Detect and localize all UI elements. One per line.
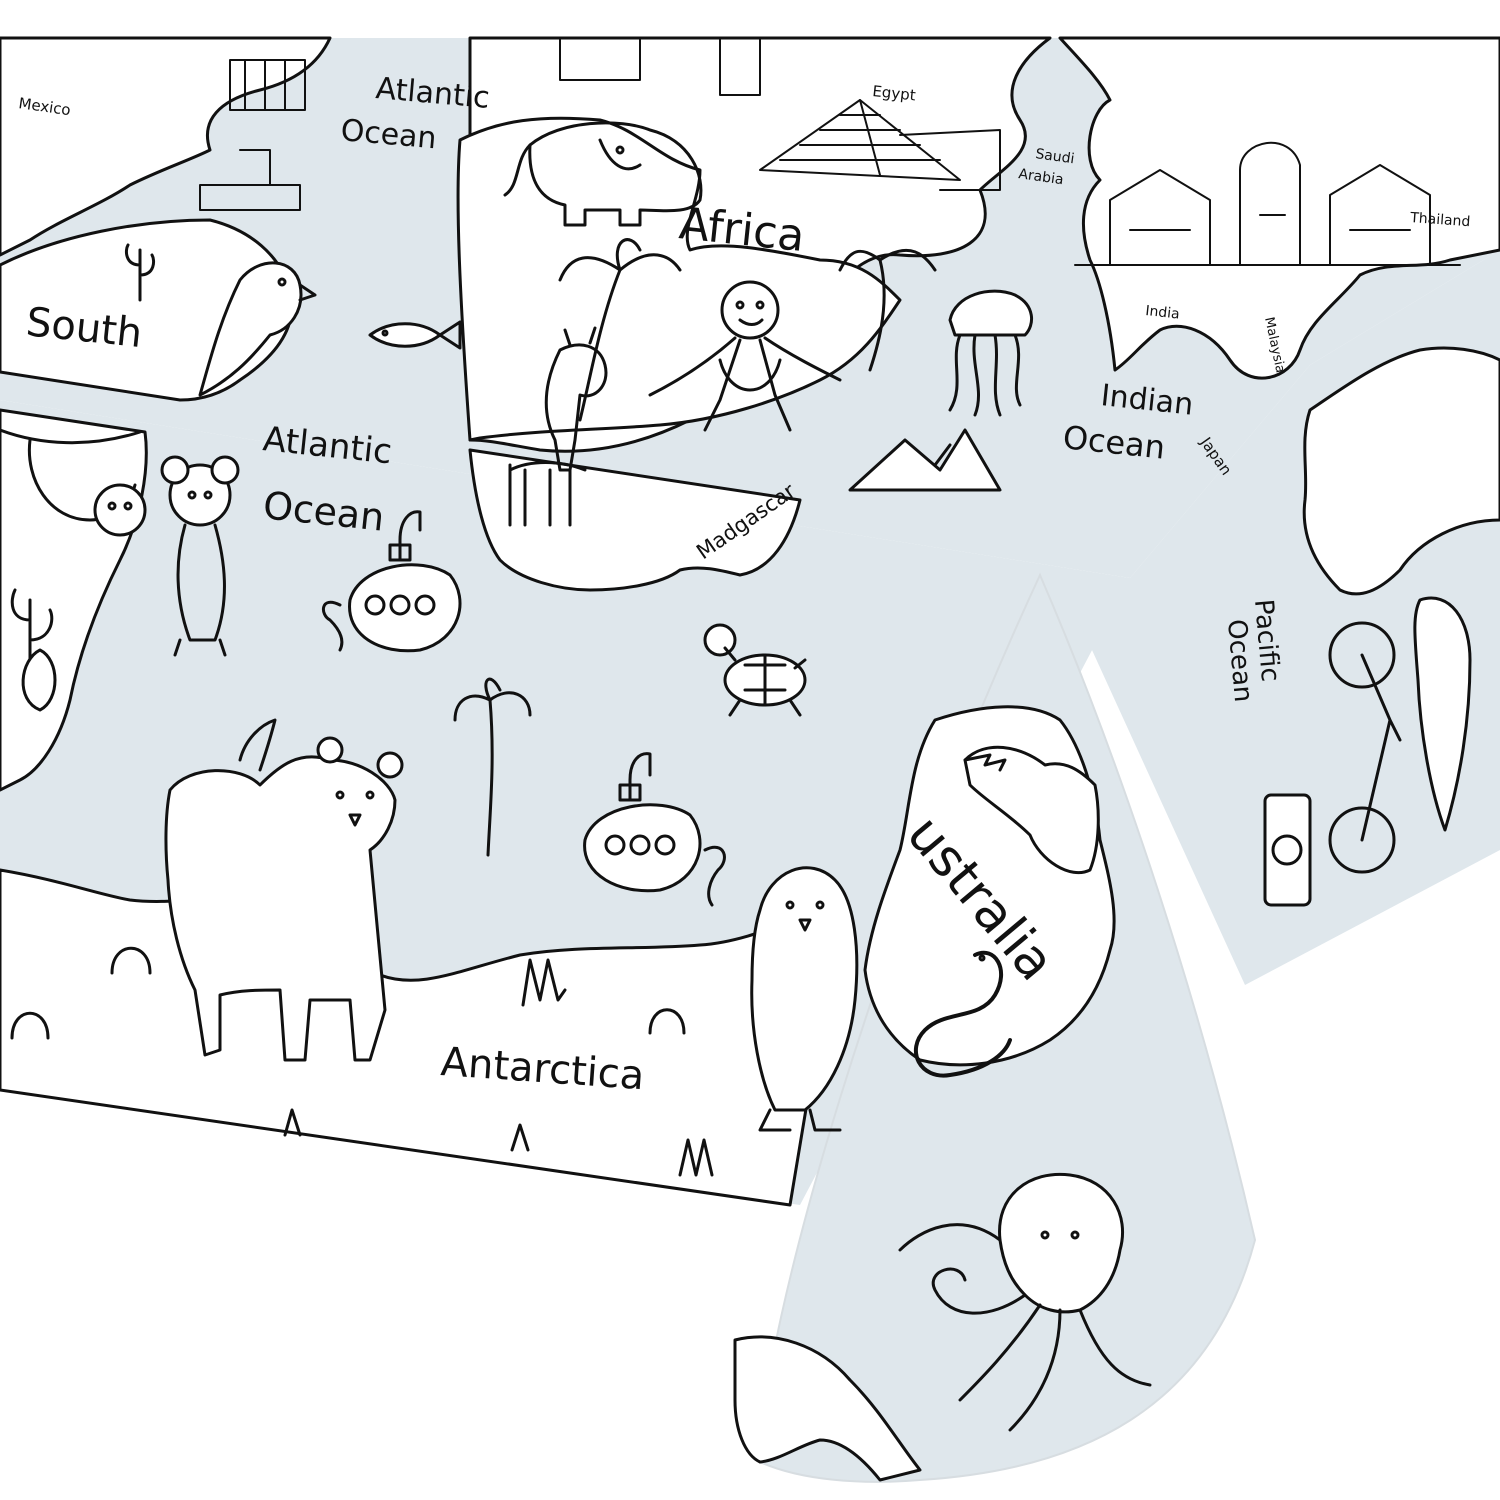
cactus-icon [10,243,155,712]
land-asia [1058,36,1500,380]
label-india: India [1145,303,1181,323]
label-pacific-1: Pacific [1248,598,1285,683]
polar-bear-icon [164,718,404,1062]
pyramids-icon [759,99,1001,191]
camera-icon [1263,793,1312,907]
submarine-icon [321,510,462,653]
parrot-icon [198,261,317,397]
mountains-icon [848,428,1002,492]
monument-icon [199,37,761,211]
label-thailand: Thailand [1409,210,1471,230]
dinosaur-icon [733,1335,922,1482]
submarine-icon-2 [583,752,726,907]
label-atlantic-top-2: Ocean [339,113,438,156]
land-africa-front [468,448,802,592]
bicycle-icon [1328,621,1402,874]
whale-icon [1413,596,1472,832]
penguin-icon [750,866,859,1132]
monkey-icon [648,280,842,432]
palm-tree-icon [453,238,937,857]
label-saudi-2: Arabia [1017,166,1064,188]
jellyfish-icon [948,289,1034,417]
decorative-arches [10,946,714,1177]
land-africa-top [456,116,902,442]
taj-mahal-icon [1074,141,1461,266]
fish-icon [368,320,462,350]
crocodile-icon [963,745,1100,875]
land-north-america [0,36,332,257]
mouse-icon [160,455,240,657]
snake-icon [913,950,1012,1078]
land-asia-front [1302,346,1500,596]
sloth-icon [0,428,147,537]
octopus-icon [898,1172,1152,1432]
elephant-icon [503,121,703,227]
turtle-icon [703,623,807,717]
label-pacific-2: Ocean [1221,618,1258,703]
label-egypt: Egypt [872,82,917,104]
label-saudi-1: Saudi [1034,146,1075,167]
